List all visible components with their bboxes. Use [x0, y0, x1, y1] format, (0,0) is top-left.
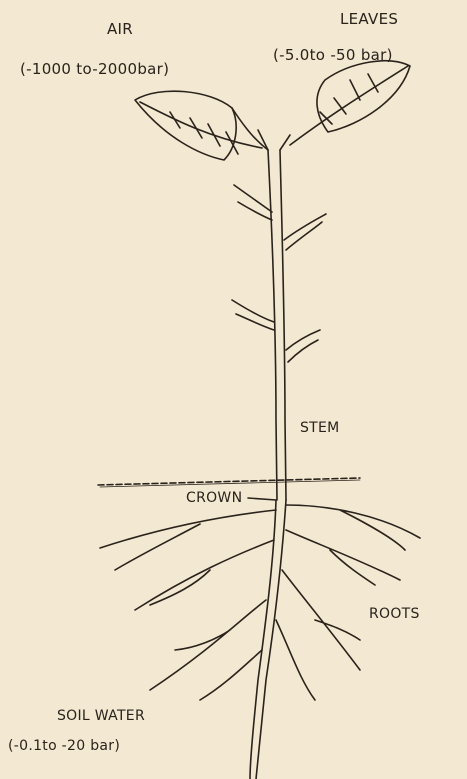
ground-line — [98, 478, 360, 485]
stem-shaft — [268, 150, 277, 500]
left-leaf — [135, 91, 268, 160]
root-right-2 — [286, 530, 400, 585]
crown-label: CROWN — [186, 490, 242, 506]
air-label: AIR — [107, 20, 133, 38]
root-right-3 — [282, 570, 360, 670]
root-left-2 — [135, 540, 274, 610]
root-right-4 — [276, 620, 315, 700]
root-left-4 — [200, 650, 262, 700]
branch-1 — [234, 185, 272, 220]
root-left-1 — [100, 510, 276, 570]
branch-2 — [284, 214, 326, 250]
root-right-1 — [286, 505, 420, 550]
soil-water-label: SOIL WATER — [57, 708, 145, 724]
leaves-potential-range: (-5.0to -50 bar) — [273, 46, 393, 64]
root-left-3 — [150, 600, 266, 690]
roots-label: ROOTS — [369, 606, 420, 622]
air-potential-range: (-1000 to-2000bar) — [20, 60, 169, 78]
right-leaf — [290, 61, 410, 145]
leaves-label: LEAVES — [340, 10, 398, 28]
branch-4 — [286, 330, 320, 362]
stem-label: STEM — [300, 420, 340, 436]
stem-shaft-outline — [280, 150, 286, 500]
crown-pointer — [248, 498, 276, 500]
branch-3 — [232, 300, 274, 330]
soil-water-potential-range: (-0.1to -20 bar) — [8, 738, 120, 754]
